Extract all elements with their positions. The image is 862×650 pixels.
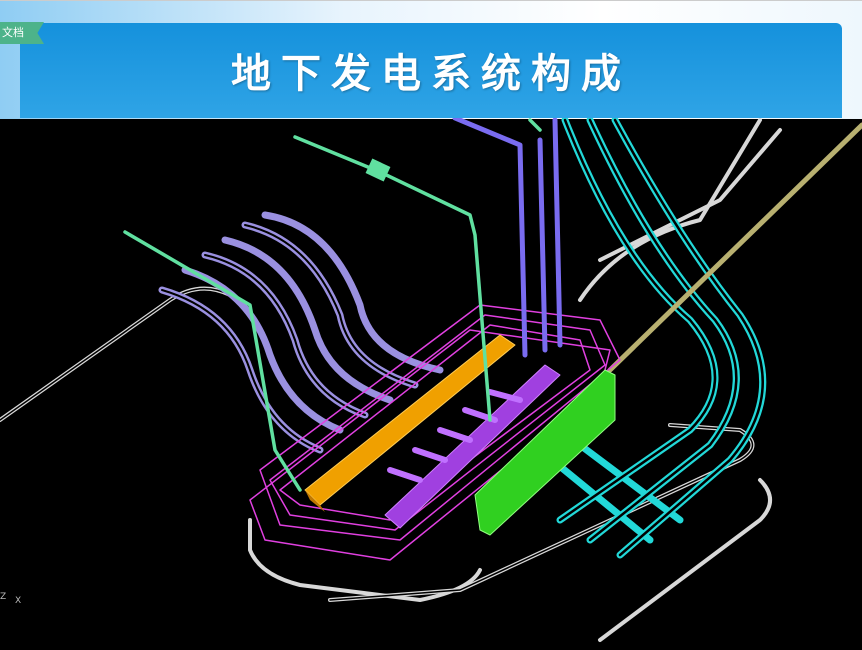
axis-z-label: Z: [0, 592, 7, 602]
document-tag[interactable]: 文档: [0, 22, 44, 44]
slide-title: 地下发电系统构成: [231, 50, 631, 97]
title-bar: 地下发电系统构成: [20, 23, 842, 118]
ventilation-ducts: [123, 118, 542, 492]
penstocks: [158, 211, 444, 454]
vertical-shafts: [452, 118, 563, 358]
gis-building: [474, 369, 616, 536]
cable-shaft: [607, 122, 862, 373]
generator-hall: [384, 364, 561, 529]
axis-x-label: X: [15, 596, 22, 606]
generator-units: [387, 389, 523, 483]
underground-powerhouse-3d-model: [0, 118, 862, 642]
